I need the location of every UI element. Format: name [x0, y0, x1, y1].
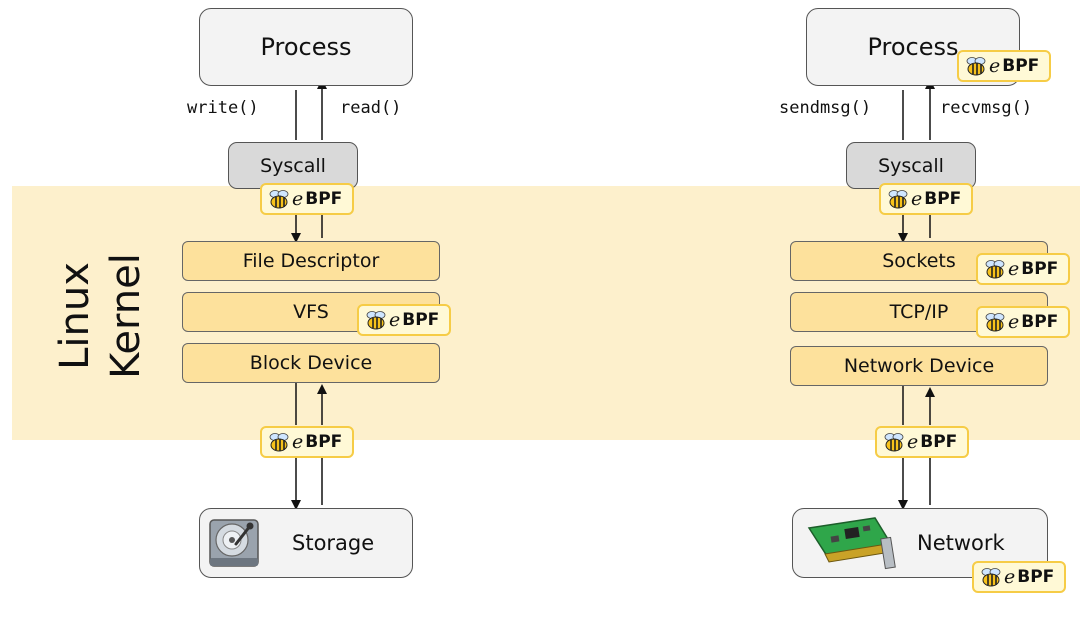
- left-read-call: read(): [340, 98, 402, 118]
- ebpf-suffix: BPF: [920, 432, 958, 452]
- ebpf-prefix: e: [292, 431, 304, 453]
- right-layer-label: Sockets: [882, 250, 956, 272]
- kernel-label: Linux Kernel: [36, 236, 146, 396]
- left-layer-label: VFS: [293, 301, 329, 323]
- left-storage-label: Storage: [292, 531, 375, 555]
- right-sendmsg-call: sendmsg(): [779, 98, 872, 118]
- bee-icon: [888, 190, 908, 209]
- right-syscall-box: Syscall: [846, 142, 976, 189]
- bee-icon: [985, 313, 1005, 332]
- bee-icon: [985, 260, 1005, 279]
- ebpf-suffix: BPF: [1017, 567, 1055, 587]
- right-syscall-label: Syscall: [878, 154, 944, 177]
- left-layer-file-descriptor: File Descriptor: [182, 241, 440, 281]
- ebpf-prefix: e: [389, 309, 401, 331]
- bee-icon: [269, 190, 289, 209]
- right-network-label: Network: [917, 531, 1005, 555]
- right-layer-label: Network Device: [843, 355, 995, 377]
- ebpf-suffix: BPF: [305, 432, 343, 452]
- ebpf-prefix: e: [1004, 566, 1016, 588]
- ebpf-prefix: e: [1008, 311, 1020, 333]
- left-process-box: Process: [199, 8, 413, 86]
- bee-icon: [966, 57, 986, 76]
- kernel-label-line-1: Linux: [52, 262, 98, 370]
- hard-disk-icon: [209, 519, 259, 567]
- ebpf-prefix: e: [292, 188, 304, 210]
- right-layer-network-device: Network Device: [790, 346, 1048, 386]
- ebpf-prefix: e: [1008, 258, 1020, 280]
- network-card-icon: [807, 517, 896, 570]
- ebpf-suffix: BPF: [1021, 259, 1059, 279]
- ebpf-suffix: BPF: [305, 189, 343, 209]
- right-process-label: Process: [867, 33, 959, 61]
- ebpf-suffix: BPF: [1021, 312, 1059, 332]
- left-process-label: Process: [260, 33, 352, 61]
- right-process-box: Process: [806, 8, 1020, 86]
- right-recvmsg-call: recvmsg(): [940, 98, 1033, 118]
- bee-icon: [269, 433, 289, 452]
- left-layer-label: Block Device: [249, 352, 373, 374]
- ebpf-suffix: BPF: [402, 310, 440, 330]
- left-write-call: write(): [187, 98, 259, 118]
- bee-icon: [366, 311, 386, 330]
- ebpf-prefix: e: [907, 431, 919, 453]
- ebpf-suffix: BPF: [924, 189, 962, 209]
- ebpf-prefix: e: [989, 55, 1001, 77]
- bee-icon: [981, 568, 1001, 587]
- left-syscall-box: Syscall: [228, 142, 358, 189]
- bee-icon: [884, 433, 904, 452]
- left-syscall-label: Syscall: [260, 154, 326, 177]
- kernel-label-line-2: Kernel: [103, 253, 146, 379]
- ebpf-suffix: BPF: [1002, 56, 1040, 76]
- right-layer-label: TCP/IP: [889, 301, 949, 323]
- ebpf-prefix: e: [911, 188, 923, 210]
- left-layer-label: File Descriptor: [242, 250, 380, 272]
- left-layer-block-device: Block Device: [182, 343, 440, 383]
